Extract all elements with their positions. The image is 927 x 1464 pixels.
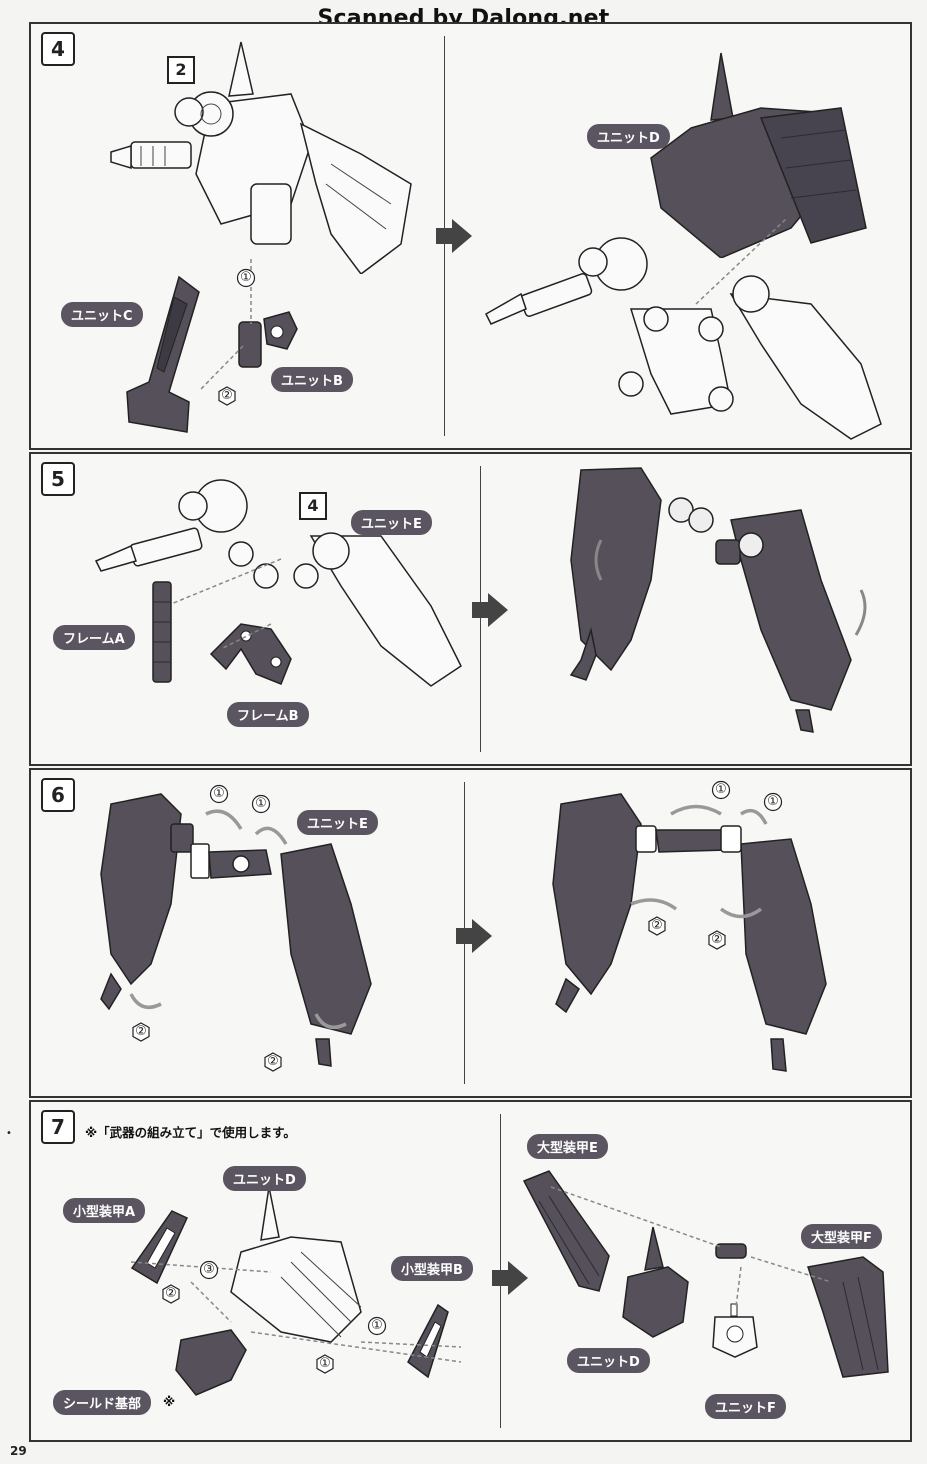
step-number: 4 bbox=[41, 32, 75, 66]
large-armor-e-part bbox=[522, 1170, 610, 1292]
sequence-marker-1: ① bbox=[367, 1316, 387, 1336]
connector-part bbox=[715, 1243, 747, 1259]
assembled-arms-illustration bbox=[569, 467, 867, 733]
label-large-armor-f: 大型装甲F bbox=[801, 1224, 882, 1249]
arms-folding-before-illustration bbox=[100, 793, 372, 1067]
small-armor-a-part bbox=[130, 1210, 188, 1285]
next-step-arrow bbox=[492, 1261, 528, 1295]
sequence-marker-1: ① bbox=[763, 792, 783, 812]
label-unit-f: ユニットF bbox=[705, 1394, 786, 1419]
assembly-guide-lines bbox=[170, 558, 282, 650]
sub-assembly-ref: 4 bbox=[299, 492, 327, 520]
unit-d-part bbox=[650, 52, 867, 258]
step-5-panel: 5 4 ユニットE フレームA フレームB bbox=[29, 452, 912, 766]
sub-assembly-ref: 2 bbox=[167, 56, 195, 84]
sequence-marker-1: ① bbox=[209, 784, 229, 804]
unit-c-part bbox=[126, 275, 200, 433]
robot-torso-illustration bbox=[110, 41, 412, 274]
step-7-panel: 7 ※「武器の組み立て」で使用します。 ユニットD 小型装甲A 小型装甲B シー… bbox=[29, 1100, 912, 1442]
unit-b-part bbox=[238, 311, 298, 368]
sequence-marker-2: ② bbox=[647, 916, 667, 936]
label-unit-d-right: ユニットD bbox=[567, 1348, 650, 1373]
label-unit-d: ユニットD bbox=[587, 124, 670, 149]
assembly-guide-lines bbox=[200, 259, 252, 390]
step-number: 6 bbox=[41, 778, 75, 812]
label-unit-e: ユニットE bbox=[297, 810, 378, 835]
unit-f-part bbox=[712, 1303, 758, 1358]
sequence-marker-2: ② bbox=[161, 1284, 181, 1304]
step-number: 7 bbox=[41, 1110, 75, 1144]
sequence-marker-2: ② bbox=[707, 930, 727, 950]
sequence-marker-1: ① bbox=[251, 794, 271, 814]
robot-arms-illustration bbox=[94, 479, 462, 687]
next-step-arrow bbox=[472, 593, 508, 627]
sequence-marker-3: ③ bbox=[199, 1260, 219, 1280]
sequence-marker-2: ② bbox=[217, 386, 237, 406]
step-4-panel: 4 2 ① ② ユニットC ユニット bbox=[29, 22, 912, 450]
arms-folding-after-illustration bbox=[552, 793, 827, 1072]
unit-d-part bbox=[230, 1186, 362, 1343]
sequence-marker-2: ② bbox=[263, 1052, 283, 1072]
large-armor-f-part bbox=[807, 1256, 889, 1378]
sequence-marker-1: ① bbox=[236, 268, 256, 288]
assembly-guide-lines bbox=[550, 1186, 832, 1308]
next-step-arrow bbox=[436, 219, 472, 253]
label-small-armor-a: 小型装甲A bbox=[63, 1198, 146, 1223]
label-large-armor-e: 大型装甲E bbox=[527, 1134, 608, 1159]
frame-a-part bbox=[152, 581, 172, 683]
label-unit-b: ユニットB bbox=[271, 367, 353, 392]
label-unit-e: ユニットE bbox=[351, 510, 432, 535]
page-number: 29 bbox=[10, 1444, 27, 1458]
step-6-panel: 6 ① ① ② ② ユニットE bbox=[29, 768, 912, 1098]
usage-note: ※「武器の組み立て」で使用します。 bbox=[85, 1125, 296, 1140]
step-number: 5 bbox=[41, 462, 75, 496]
next-step-arrow bbox=[456, 919, 492, 953]
unit-d-right-part bbox=[622, 1226, 689, 1338]
label-frame-a: フレームA bbox=[53, 625, 135, 650]
robot-frame-illustration bbox=[485, 218, 882, 440]
label-frame-b: フレームB bbox=[227, 702, 309, 727]
sequence-marker-2: ② bbox=[131, 1022, 151, 1042]
label-unit-c: ユニットC bbox=[61, 302, 143, 327]
small-armor-b-part bbox=[407, 1303, 449, 1379]
label-unit-d: ユニットD bbox=[223, 1166, 306, 1191]
shield-base-part bbox=[175, 1329, 247, 1396]
sequence-marker-1: ① bbox=[315, 1354, 335, 1374]
label-shield-base: シールド基部 bbox=[53, 1390, 152, 1415]
label-small-armor-b: 小型装甲B bbox=[391, 1256, 473, 1281]
margin-dot: • bbox=[6, 1128, 12, 1139]
shield-base-note-mark: ※ bbox=[163, 1394, 176, 1409]
sequence-marker-1: ① bbox=[711, 780, 731, 800]
